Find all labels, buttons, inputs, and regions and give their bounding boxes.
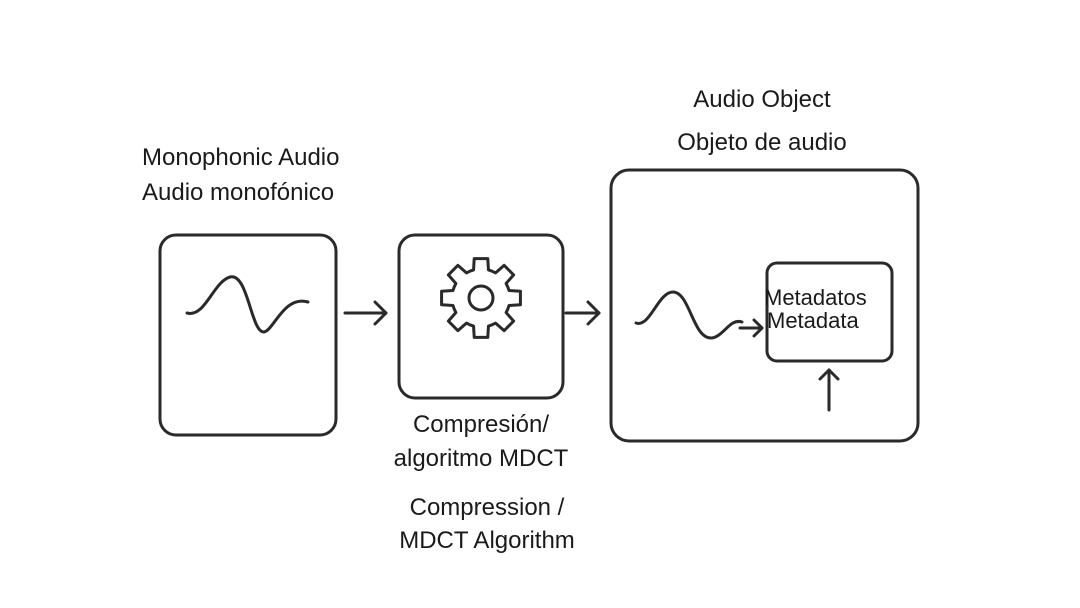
compression-label-en-line2: MDCT Algorithm [399,527,575,554]
waveform-icon [634,290,744,340]
mono-audio-box [158,233,338,437]
waveform-icon [185,275,310,334]
compression-box [397,233,565,400]
metadata-label-es: Metadatos [764,285,867,310]
arrow-mono-to-compression [343,300,388,326]
arrow-waveform-to-metadata [738,318,764,338]
compression-label-en-line1: Compression / [409,494,565,521]
arrow-up-to-metadata [818,368,840,412]
mono-audio-label-en: Monophonic Audio [142,144,340,171]
audio-object-label-en: Audio Object [693,86,831,113]
metadata-label-en: Metadata [767,308,859,333]
arrow-compression-to-object [564,300,601,326]
compression-label-es-line2: algoritmo MDCT [393,445,569,472]
metadata-box [765,261,894,363]
audio-object-box [609,168,920,443]
gear-icon [440,257,522,339]
compression-label-es-line1: Compresión/ [412,411,550,438]
mono-audio-label-es: Audio monofónico [142,179,335,206]
audio-object-label-es: Objeto de audio [677,129,847,156]
